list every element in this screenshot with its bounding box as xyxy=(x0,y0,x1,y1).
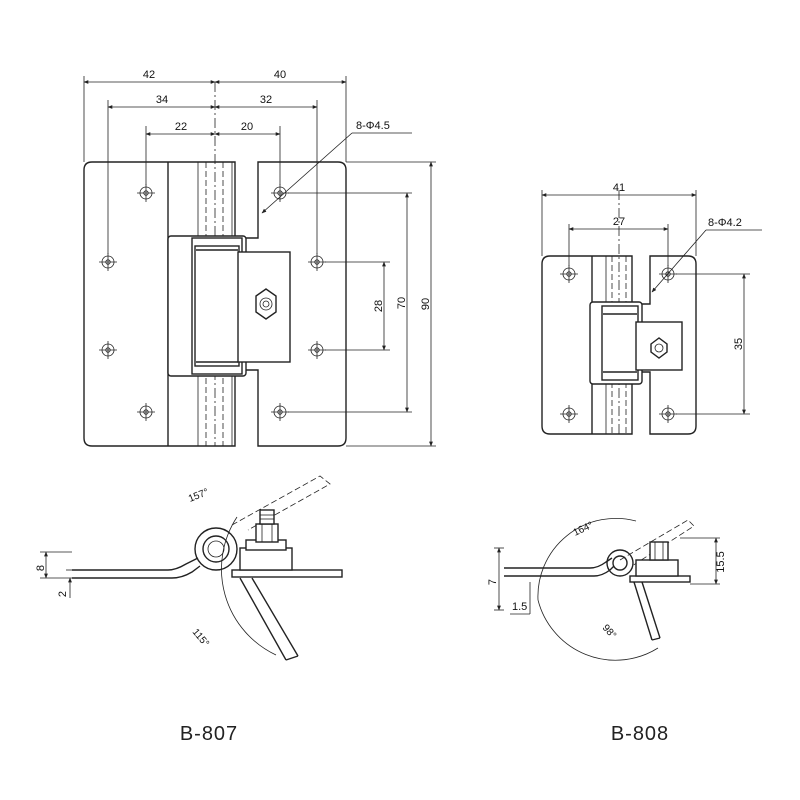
dim-90: 90 xyxy=(420,298,432,310)
dim-35: 35 xyxy=(733,338,745,350)
b808-plate: 1.5 xyxy=(512,601,527,613)
b807-front-view xyxy=(83,82,347,447)
dim-70: 70 xyxy=(396,297,408,309)
dim-34: 34 xyxy=(156,94,168,106)
dim-40: 40 xyxy=(274,69,286,81)
b807-dimensions: 42 40 34 32 22 20 28 70 90 8-Φ4.5 xyxy=(83,69,436,447)
b808-dimensions: 41 27 35 8-Φ4.2 xyxy=(541,182,762,415)
b808-thick: 7 xyxy=(487,579,499,585)
b807-label: B-807 xyxy=(180,723,238,745)
dim-22: 22 xyxy=(175,121,187,133)
dim-41: 41 xyxy=(613,182,625,194)
b808-holes-callout: 8-Φ4.2 xyxy=(708,217,742,229)
dim-27: 27 xyxy=(613,216,625,228)
dim-42: 42 xyxy=(143,69,155,81)
b808-height: 15.5 xyxy=(715,551,727,572)
holes-callout: 8-Φ4.5 xyxy=(356,120,390,132)
dim-32: 32 xyxy=(260,94,272,106)
b808-angle-close: 98° xyxy=(600,623,618,642)
b807-angle-close: 115° xyxy=(190,627,211,649)
dim-20: 20 xyxy=(241,121,253,133)
dim-28: 28 xyxy=(373,300,385,312)
b807-side-view: 157° 115° 8 2 xyxy=(35,475,343,661)
b807-angle-open: 157° xyxy=(187,487,210,505)
b808-side-view: 164° 98° 7 1.5 15.5 xyxy=(487,517,727,661)
b807-thick: 8 xyxy=(35,565,47,571)
b808-front-view xyxy=(541,190,697,435)
b807-plate: 2 xyxy=(57,591,69,597)
b808-angle-open: 164° xyxy=(572,520,595,539)
b808-label: B-808 xyxy=(611,723,669,745)
